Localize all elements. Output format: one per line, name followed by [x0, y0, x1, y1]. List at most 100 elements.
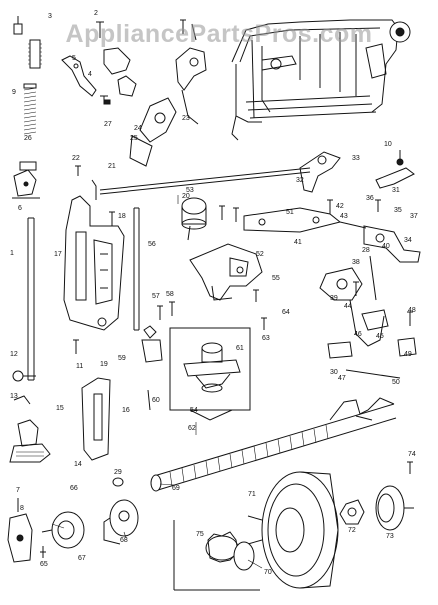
part-label-25: 25 [130, 135, 138, 142]
part-label-57: 57 [152, 293, 160, 300]
part-label-50: 50 [392, 379, 400, 386]
part-label-21: 21 [108, 163, 116, 170]
part-label-41: 41 [294, 239, 302, 246]
part-label-47: 47 [338, 375, 346, 382]
presser-spring-and-bar [12, 83, 40, 381]
part-label-27: 27 [104, 121, 112, 128]
part-label-16: 16 [122, 407, 130, 414]
part-label-38: 38 [352, 259, 360, 266]
clutch-knob [339, 485, 414, 531]
leader-lines [51, 195, 263, 569]
part-label-8: 8 [20, 505, 24, 512]
arm-links-cluster [129, 19, 207, 167]
clamp-brackets [327, 309, 417, 379]
part-label-20: 20 [182, 193, 190, 200]
presser-foot [9, 419, 51, 463]
part-label-23: 23 [182, 115, 190, 122]
small-lever-right [375, 150, 415, 189]
part-label-48: 48 [408, 307, 416, 314]
stitch-lever [299, 151, 341, 193]
part-label-42: 42 [336, 203, 344, 210]
part-label-29: 29 [114, 469, 122, 476]
part-label-43: 43 [340, 213, 348, 220]
part-label-32: 32 [296, 177, 304, 184]
part-label-49: 49 [404, 351, 412, 358]
part-label-53: 53 [186, 187, 194, 194]
part-label-45: 45 [376, 333, 384, 340]
bobbin-winder-parts [7, 477, 139, 563]
part-label-61: 61 [236, 345, 244, 352]
part-label-11: 11 [76, 363, 83, 370]
part-label-4: 4 [88, 71, 92, 78]
part-label-67: 67 [78, 555, 86, 562]
part-label-70: 70 [264, 569, 272, 576]
part-label-60: 60 [152, 397, 160, 404]
reverse-crank [363, 225, 421, 263]
hook-drive-assembly [169, 327, 251, 421]
part-label-69: 69 [172, 485, 180, 492]
part-label-71: 71 [248, 491, 256, 498]
part-label-14: 14 [74, 461, 82, 468]
part-label-44: 44 [344, 303, 352, 310]
part-label-66: 66 [70, 485, 78, 492]
hook-gear [173, 520, 260, 591]
part-label-35: 35 [394, 207, 402, 214]
part-label-30: 30 [330, 369, 338, 376]
thumb-screws [12, 370, 36, 405]
part-label-22: 22 [72, 155, 80, 162]
part-label-40: 40 [382, 243, 390, 250]
part-label-55: 55 [272, 275, 280, 282]
part-label-12: 12 [10, 351, 18, 358]
part-label-65: 65 [40, 561, 48, 568]
part-label-18: 18 [118, 213, 126, 220]
part-label-37: 37 [410, 213, 418, 220]
part-label-74: 74 [408, 451, 416, 458]
vertical-rods [133, 207, 163, 411]
flywheel [247, 471, 339, 589]
part-label-56: 56 [148, 241, 156, 248]
part-label-17: 17 [54, 251, 62, 258]
part-label-33: 33 [352, 155, 360, 162]
part-label-62: 62 [188, 425, 196, 432]
part-label-73: 73 [386, 533, 394, 540]
part-label-75: 75 [196, 531, 204, 538]
presser-bracket [81, 377, 111, 461]
connecting-link [243, 207, 367, 233]
part-label-3: 3 [48, 13, 52, 20]
part-label-52: 52 [256, 251, 264, 258]
part-label-9: 9 [12, 89, 16, 96]
misc-screws [40, 95, 413, 558]
part-label-54: 54 [190, 407, 198, 414]
part-label-34: 34 [404, 237, 412, 244]
part-label-19: 19 [100, 361, 108, 368]
part-label-10: 10 [384, 141, 392, 148]
part-label-36: 36 [366, 195, 374, 202]
part-label-72: 72 [348, 527, 356, 534]
part-label-51: 51 [286, 209, 294, 216]
part-label-68: 68 [120, 537, 128, 544]
part-label-1: 1 [10, 250, 14, 257]
upper-arm-frame [231, 19, 411, 141]
main-shaft [150, 397, 397, 492]
part-label-13: 13 [10, 393, 18, 400]
part-label-26: 26 [24, 135, 32, 142]
part-label-31: 31 [392, 187, 400, 194]
needle-bar-frame [63, 179, 125, 331]
part-label-58: 58 [166, 291, 174, 298]
feed-bracket-block [189, 243, 263, 301]
feed-regulator [319, 255, 385, 347]
part-label-7: 7 [16, 487, 20, 494]
part-label-24: 24 [134, 125, 142, 132]
part-label-39: 39 [330, 295, 338, 302]
part-label-5: 5 [72, 55, 76, 62]
top-left-small-parts [13, 16, 137, 105]
part-label-59: 59 [118, 355, 126, 362]
part-label-6: 6 [18, 205, 22, 212]
part-label-2: 2 [94, 10, 98, 17]
part-label-46: 46 [354, 331, 362, 338]
part-label-63: 63 [262, 335, 270, 342]
part-label-15: 15 [56, 405, 64, 412]
